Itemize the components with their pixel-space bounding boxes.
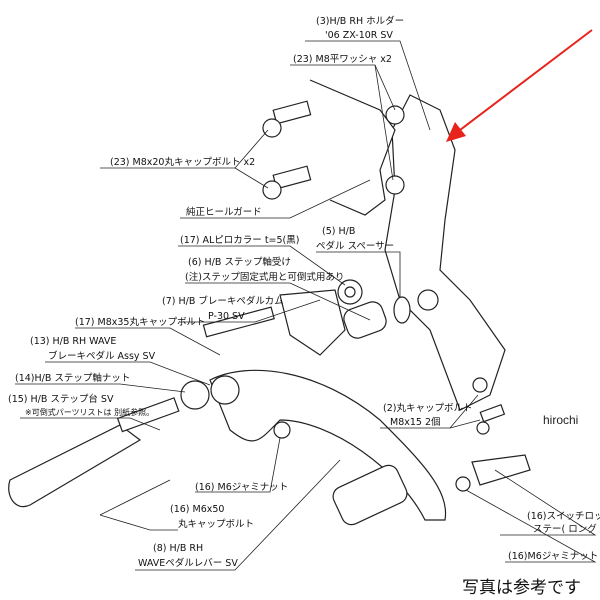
pedal-pivot: [210, 375, 240, 405]
brake-pedal: [209, 369, 447, 521]
label-pillow-collar: (17) ALピロカラー t=5(黒): [180, 235, 299, 246]
bolt-m8x15-head: [476, 421, 490, 435]
red-arrow: [446, 29, 593, 142]
leader-lines: [15, 40, 597, 571]
label-jam-nut-2: (16)M6ジャミナット: [508, 551, 598, 562]
label-step-base: (15) H/B ステップ台 SV※可倒式パーツリストは 別紙参照。: [8, 393, 154, 417]
bolt-m8x15: [479, 404, 506, 423]
switch-rod-stay: [471, 454, 531, 486]
holder-hole: [417, 289, 439, 311]
holder-plate: [384, 94, 506, 411]
holder-hole: [472, 377, 488, 393]
label-heel-guard: 純正ヒールガード: [186, 206, 262, 218]
label-step-nut: (14)H/B ステップ軸ナット: [15, 372, 130, 384]
jam-nut: [273, 421, 291, 439]
watermark: hirochi: [543, 413, 578, 427]
label-step-bearing: (6) H/B ステップ軸受け(注)ステップ固定式用と可倒式用あり: [185, 256, 344, 283]
label-switch-rod-stay: (16)スイッチロッドステー( ロング ): [527, 511, 600, 535]
step-base: [8, 424, 142, 508]
washer: [385, 105, 405, 125]
bolt-m6x50: [99, 479, 171, 516]
jam-nut-2: [455, 476, 471, 492]
footpeg: [332, 464, 408, 526]
pedal-cam: [279, 289, 346, 356]
pedal-spacer: [393, 296, 411, 324]
label-bolt-m8x20: (23) M8x20丸キャップボルト x2: [110, 156, 255, 168]
step-shaft: [116, 397, 180, 433]
washer: [385, 175, 405, 195]
step-nut: [180, 380, 210, 410]
step-bearing: [343, 301, 387, 339]
label-bolt-m8x35: (17) M8x35丸キャップボルト: [75, 316, 205, 328]
label-holder: (3)H/B RH ホルダー'06 ZX-10R SV: [316, 15, 404, 41]
reference-photo-note: 写真は参考です: [462, 578, 581, 598]
label-washer: (23) M8平ワッシャ x2: [293, 54, 392, 65]
pillow-collar-hole: [344, 286, 356, 298]
bolt-m8x20: [262, 100, 312, 200]
heel-guard: [309, 79, 396, 216]
label-jam-nut-1: (16) M6ジャミナット: [195, 482, 288, 493]
